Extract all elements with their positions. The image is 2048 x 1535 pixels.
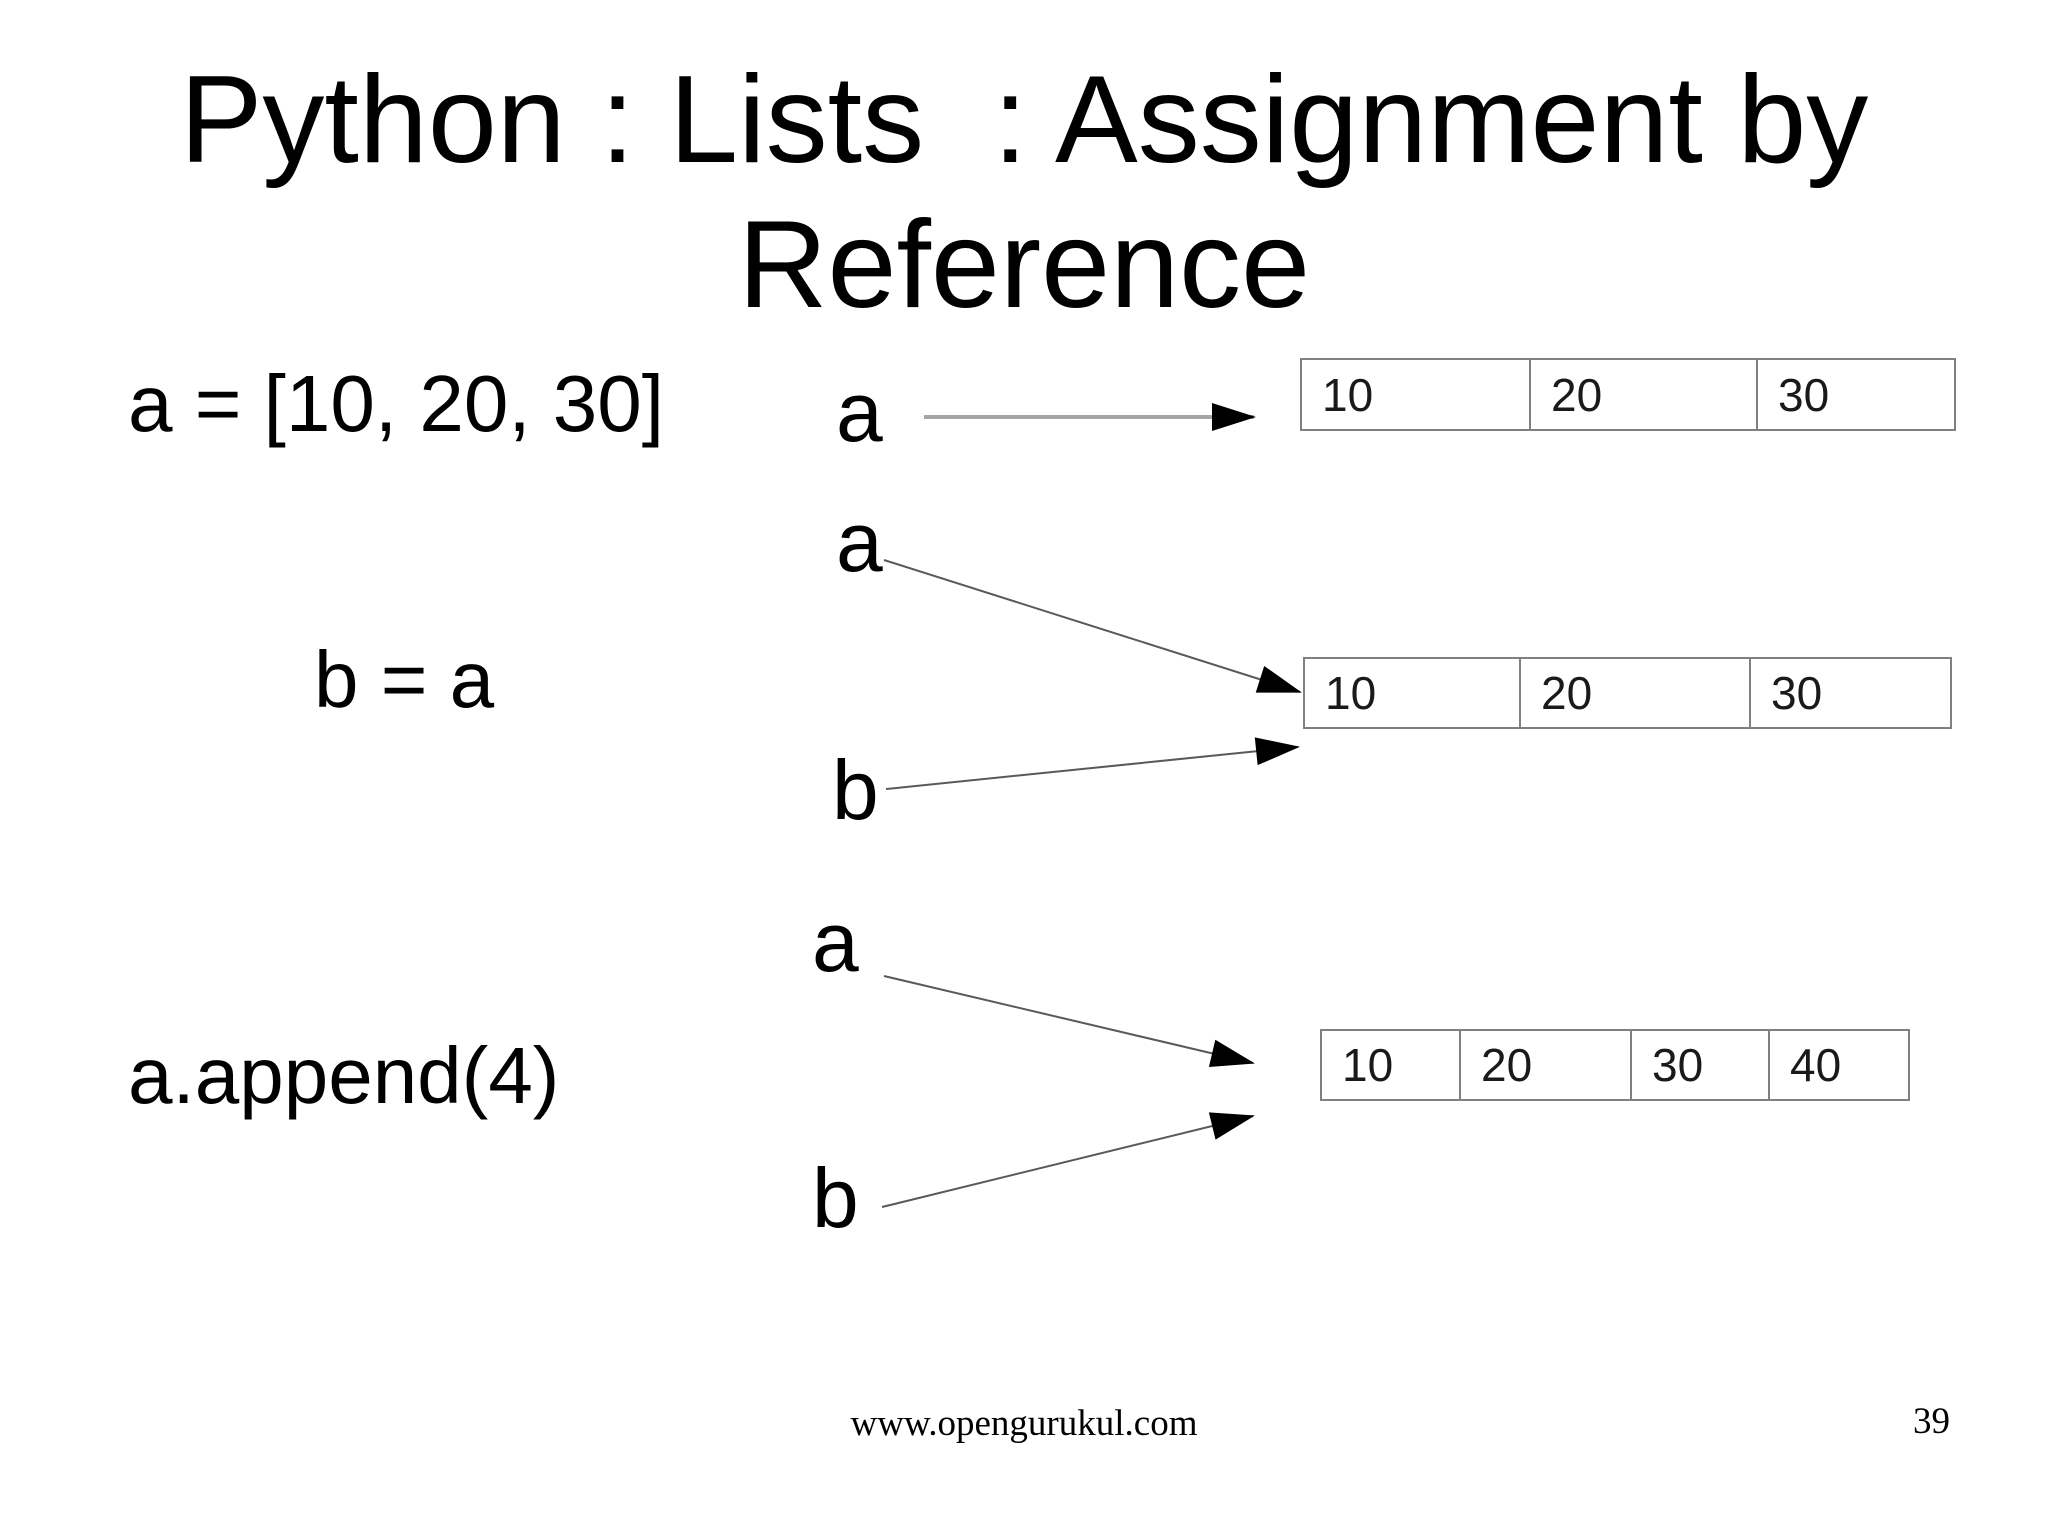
- footer-page-number: 39: [1913, 1401, 1950, 1442]
- arrow-b-to-list2-icon: [885, 737, 1300, 790]
- list3-cell-0: 10: [1322, 1031, 1461, 1099]
- code-statement-alias: b = a: [314, 635, 495, 724]
- list3-cell-3: 40: [1790, 1039, 1842, 1091]
- list1-cell-0: 10: [1302, 360, 1531, 429]
- variable-label-b-diagram2: b: [832, 743, 879, 837]
- list1-box: 10 20 30: [1300, 358, 1956, 431]
- list2-cell-2: 30: [1771, 667, 1823, 719]
- slide-title: Python : Lists : Assignment by Reference: [0, 48, 2048, 338]
- list2-box: 10 20 30: [1303, 657, 1952, 729]
- arrow-b-to-list3-icon: [881, 1112, 1255, 1208]
- arrow-a-to-list2-icon: [883, 559, 1302, 693]
- variable-label-a-diagram3: a: [812, 895, 859, 989]
- list3-cell-1: 20: [1461, 1031, 1632, 1099]
- code-statement-append: a.append(4): [128, 1031, 560, 1120]
- variable-label-a-diagram2: a: [836, 495, 883, 589]
- arrow-a-to-list3-icon: [883, 975, 1255, 1067]
- slide-title-line1: Python : Lists : Assignment by: [179, 51, 1869, 189]
- variable-label-a-diagram1: a: [836, 365, 883, 459]
- list2-cell-1: 20: [1521, 659, 1751, 727]
- list1-cell-1: 20: [1531, 360, 1758, 429]
- footer-website: www.opengurukul.com: [850, 1403, 1198, 1444]
- list3-cell-2: 30: [1632, 1031, 1770, 1099]
- list3-box: 10 20 30 40: [1320, 1029, 1910, 1101]
- list1-cell-2: 30: [1778, 368, 1830, 421]
- slide-title-line2: Reference: [737, 196, 1311, 335]
- code-statement-assign: a = [10, 20, 30]: [128, 359, 664, 448]
- variable-label-b-diagram3: b: [812, 1151, 859, 1245]
- list2-cell-0: 10: [1305, 659, 1521, 727]
